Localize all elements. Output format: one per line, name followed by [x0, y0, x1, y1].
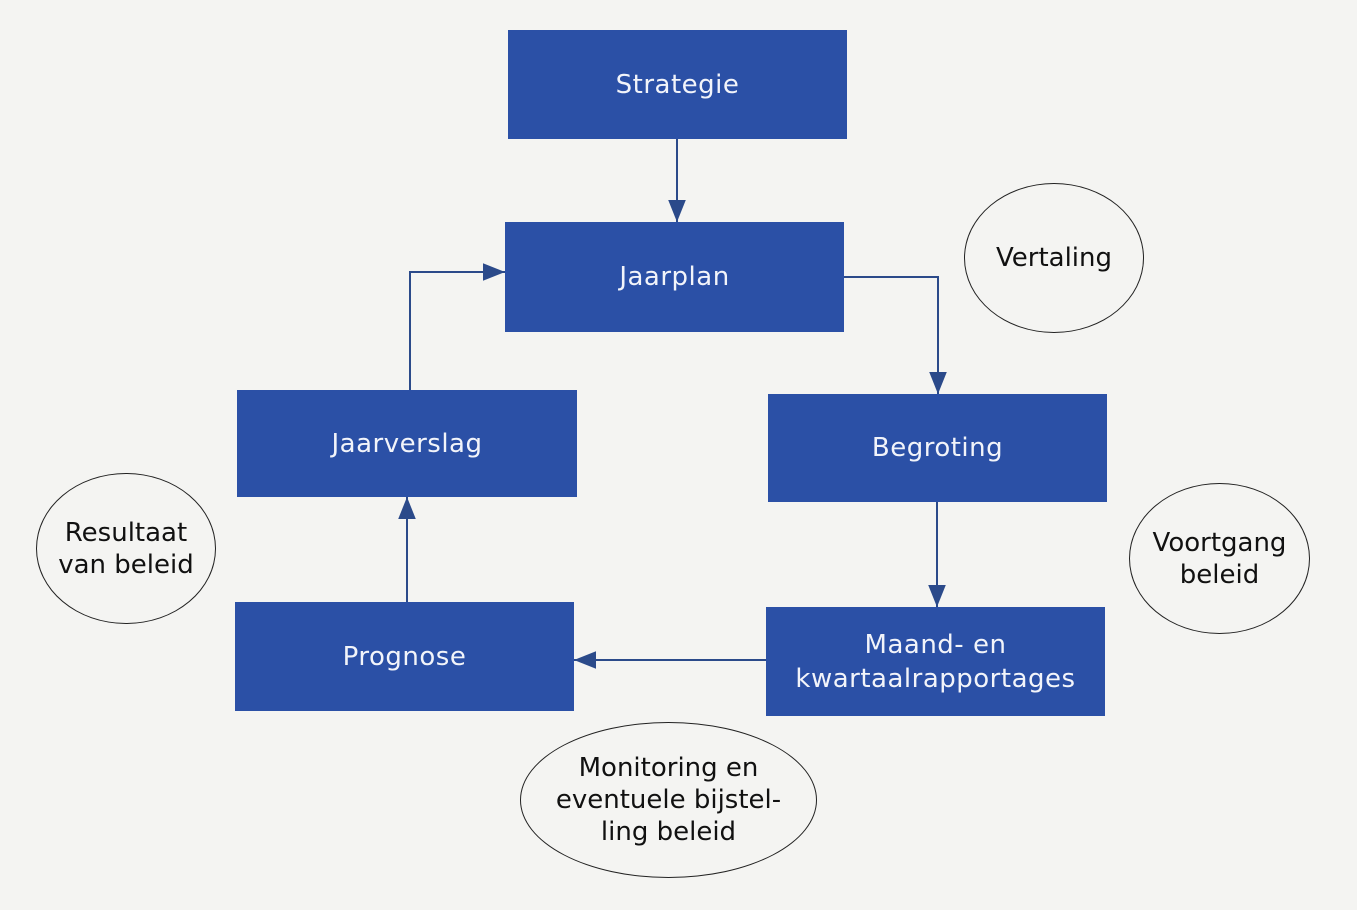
oval-monitoring: Monitoring en eventuele bijstel- ling be… [520, 722, 817, 878]
box-jaarplan: Jaarplan [505, 222, 844, 332]
box-jaarverslag: Jaarverslag [237, 390, 577, 497]
box-prognose: Prognose [235, 602, 574, 711]
oval-vertaling: Vertaling [964, 183, 1144, 333]
box-begroting: Begroting [768, 394, 1107, 502]
box-rapportages: Maand- en kwartaalrapportages [766, 607, 1105, 716]
oval-resultaat: Resultaat van beleid [36, 473, 216, 624]
arrow-jaarverslag-jaarplan [409, 263, 505, 390]
arrow-jaarplan-begroting [844, 276, 947, 394]
oval-voortgang: Voortgang beleid [1129, 483, 1310, 634]
box-strategie: Strategie [508, 30, 847, 139]
